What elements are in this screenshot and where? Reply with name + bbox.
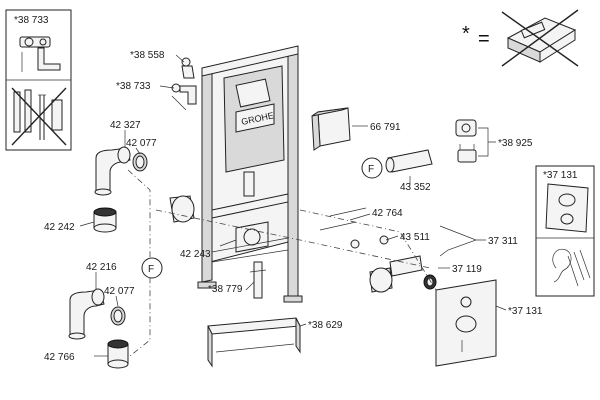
part-42216-bend (68, 288, 105, 340)
foot-right (283, 295, 303, 303)
label-42077b: 42 077 (104, 286, 135, 297)
toilet-seat-icon (545, 183, 589, 233)
legend: * = (462, 9, 579, 67)
frame-mid-bar (211, 193, 289, 219)
part-37119-ring (423, 274, 437, 290)
label-42764: 42 764 (372, 208, 403, 219)
foot-left (197, 281, 217, 289)
svg-text:F: F (368, 164, 374, 175)
label-38558: *38 558 (130, 50, 165, 61)
no-ear-icon (552, 248, 591, 287)
label-37131: *37 131 (508, 306, 543, 317)
axis-center (155, 209, 431, 269)
label-42327: 42 327 (110, 120, 141, 131)
svg-text:F: F (148, 264, 154, 275)
part-42242-sleeve (93, 207, 117, 233)
frame-top-bar (201, 45, 299, 77)
box-top-left-label: *38 733 (14, 15, 49, 26)
part-38629-stand (207, 317, 301, 368)
legend-equals: = (478, 28, 490, 50)
part-66791-box (311, 107, 351, 151)
marker-f1: F (361, 157, 383, 179)
part-38558-bracket (181, 57, 195, 79)
installation-frame: GROHE (197, 45, 303, 303)
label-43511: 43 511 (400, 232, 430, 243)
marker-f2: F (141, 257, 163, 279)
label-38779: *38 779 (208, 284, 243, 295)
label-42077a: 42 077 (126, 138, 157, 149)
part-42077b-seal (110, 306, 126, 326)
part-42766-sleeve (107, 339, 129, 369)
legend-star: * (462, 23, 470, 45)
cistern-opening (235, 78, 271, 108)
label-42243: 42 243 (180, 249, 211, 260)
part-37131-template (435, 279, 497, 367)
part-42764-bolts (319, 207, 389, 249)
part-43352-pipe (385, 149, 433, 173)
label-66791: 66 791 (370, 122, 401, 133)
label-38629: *38 629 (308, 320, 343, 331)
part-43511-waste-pipe (369, 255, 423, 293)
waste-opening (243, 228, 261, 246)
part-42327-bend (94, 146, 131, 196)
label-42216: 42 216 (86, 262, 117, 273)
frame-right-upright (287, 47, 299, 299)
bracket-fixing-icon (19, 36, 61, 72)
box-right-label: *37 131 (543, 170, 578, 181)
part-38779-brace (249, 261, 267, 299)
box-top-left: *38 733 (5, 9, 72, 151)
axis-right (299, 209, 437, 291)
part-38925-clips (455, 119, 477, 163)
box-right: *37 131 (535, 165, 595, 297)
flush-pipe (243, 171, 255, 197)
label-38925: *38 925 (498, 138, 533, 149)
leader-lines (79, 54, 507, 357)
crossed-fixings-icon (11, 87, 67, 146)
part-labels: *38 558 *38 733 66 791 *38 925 43 352 42… (44, 50, 543, 363)
no-tile-icon (501, 9, 579, 67)
part-38733-bracket (171, 83, 197, 111)
label-43352: 43 352 (400, 182, 431, 193)
label-37311: 37 311 (488, 236, 518, 247)
brand-plate (235, 103, 275, 133)
label-42242: 42 242 (44, 222, 75, 233)
label-42766: 42 766 (44, 352, 75, 363)
label-38733: *38 733 (116, 81, 151, 92)
label-37119: 37 119 (452, 264, 482, 275)
part-42077a-seal (132, 152, 148, 172)
part-42243-connector (169, 195, 195, 223)
